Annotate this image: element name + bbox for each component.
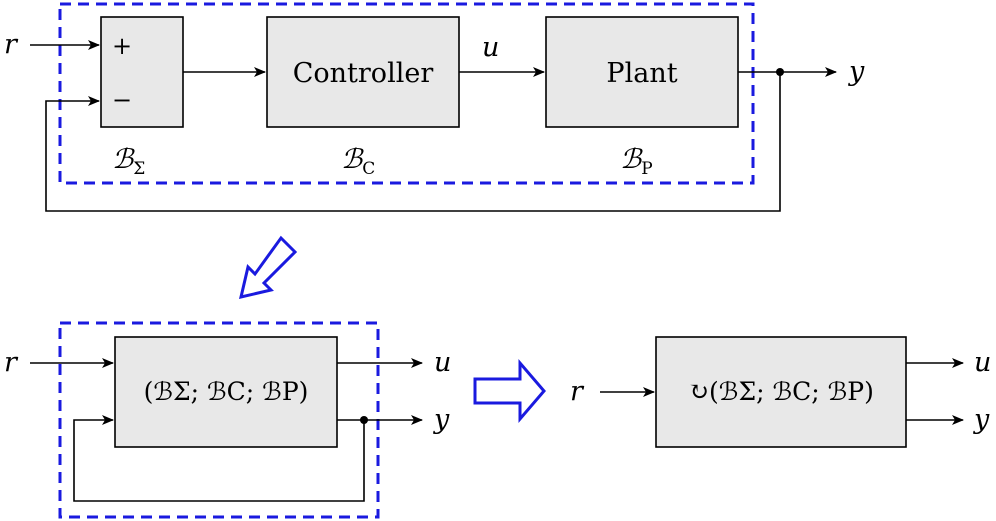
- feedback-label: ↻(ℬΣ; ℬC; ℬP): [688, 377, 874, 406]
- summing-junction-block: [100, 16, 184, 128]
- plus-sign: +: [112, 32, 132, 60]
- composite-label: (ℬΣ; ℬC; ℬP): [144, 377, 309, 406]
- b-sigma-label: ℬΣ: [112, 144, 145, 179]
- top-system-boundary: [58, 2, 755, 185]
- br-input-r-label: r: [570, 376, 585, 407]
- composite-block: [114, 336, 338, 448]
- minus-sign: −: [112, 86, 132, 114]
- bl-input-r-label: r: [4, 347, 19, 378]
- plant-label: Plant: [606, 58, 677, 89]
- bl-feedback-wire: [73, 415, 365, 502]
- br-output-y-label: y: [973, 404, 990, 435]
- feedback-block: [655, 336, 907, 448]
- b-controller-label: ℬC: [341, 144, 375, 179]
- b-plant-label: ℬP: [620, 144, 653, 179]
- signal-u-label: u: [482, 32, 499, 63]
- input-r-label: r: [4, 29, 19, 60]
- transform-arrow-right: [473, 358, 546, 424]
- bl-output-y-label: y: [433, 404, 450, 435]
- br-output-u-label: u: [974, 347, 991, 378]
- bottom-left-diagram: r u y (ℬΣ; ℬC; ℬP): [4, 321, 451, 519]
- transform-arrow-down: [238, 235, 298, 300]
- branch-point: [776, 68, 784, 76]
- bl-output-u-label: u: [434, 347, 451, 378]
- feedback-loop-wire: [45, 72, 781, 212]
- loop-icon: ↻: [688, 377, 709, 406]
- controller-block: [266, 16, 460, 128]
- plant-block: [545, 16, 739, 128]
- bottom-right-diagram: r u y ↻(ℬΣ; ℬC; ℬP): [570, 336, 991, 448]
- output-y-label: y: [848, 56, 865, 87]
- top-diagram: r + − Controller Plant u y ℬΣ ℬC ℬP: [4, 2, 865, 212]
- bl-branch-point: [360, 416, 368, 424]
- controller-label: Controller: [293, 58, 434, 89]
